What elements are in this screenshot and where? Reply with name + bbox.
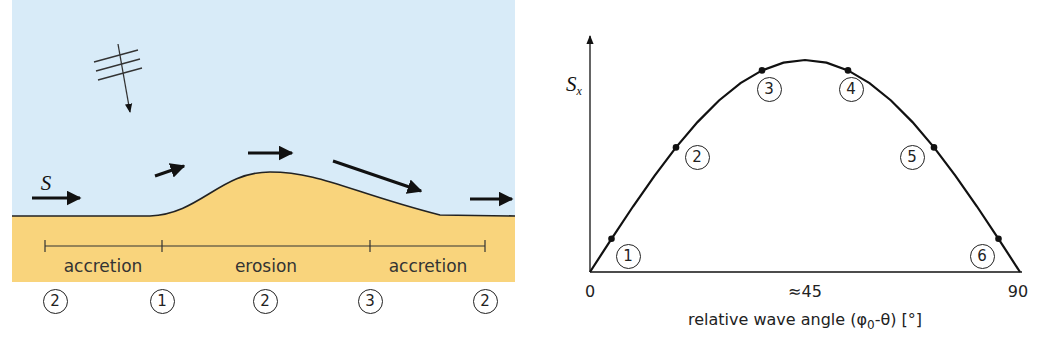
- axis-title: relative wave angle (φ: [688, 310, 867, 329]
- callout-circle: 4: [839, 77, 864, 102]
- axis-symbol: S: [566, 72, 577, 96]
- dimension-line: [45, 240, 485, 252]
- callout-circle: 1: [150, 289, 175, 314]
- callout-number: 2: [260, 294, 270, 309]
- axis-title-subscript: 0: [867, 318, 875, 332]
- callout-number: 1: [157, 294, 167, 309]
- tick-label: ≈45: [788, 283, 822, 301]
- callout-circle: 5: [900, 145, 925, 170]
- axes: [590, 36, 1022, 272]
- callout-number: 2: [480, 294, 490, 309]
- callout-number: 1: [623, 249, 633, 264]
- flux-symbol: S: [41, 172, 52, 195]
- label-group: relative wave angle (φ0-θ) [°]: [688, 311, 922, 332]
- beach: [12, 172, 515, 282]
- callout-number: 3: [365, 294, 375, 309]
- callout-circle: 3: [757, 77, 782, 102]
- callout-circle: 2: [473, 289, 498, 314]
- label-group: Sx: [566, 73, 582, 98]
- wave-symbol: [94, 44, 142, 112]
- callout-number: 5: [907, 150, 917, 165]
- callout-circle: 3: [358, 289, 383, 314]
- callout-number: 6: [977, 249, 987, 264]
- callout-circle: 2: [253, 289, 278, 314]
- callout-circle: 2: [43, 289, 68, 314]
- callout-number: 4: [846, 82, 856, 97]
- callout-number: 2: [692, 150, 702, 165]
- transport-arrows: [32, 153, 512, 199]
- tick-label: 90: [1008, 283, 1028, 301]
- zone-label: erosion: [235, 257, 297, 276]
- transport-curve: [590, 60, 1020, 272]
- coastline: [12, 172, 515, 216]
- callout-circle: 2: [685, 145, 710, 170]
- callout-circle: 1: [616, 244, 641, 269]
- callout-circle: 6: [970, 244, 995, 269]
- zone-label: accretion: [64, 257, 143, 276]
- tick-label: 0: [585, 283, 595, 301]
- curve-points: [608, 67, 1002, 242]
- callout-number: 2: [50, 294, 60, 309]
- axis-title: -θ) [°]: [875, 310, 922, 329]
- axis-subscript: x: [577, 84, 582, 98]
- zone-label: accretion: [389, 257, 468, 276]
- callout-number: 3: [764, 82, 774, 97]
- sea: [12, 0, 515, 282]
